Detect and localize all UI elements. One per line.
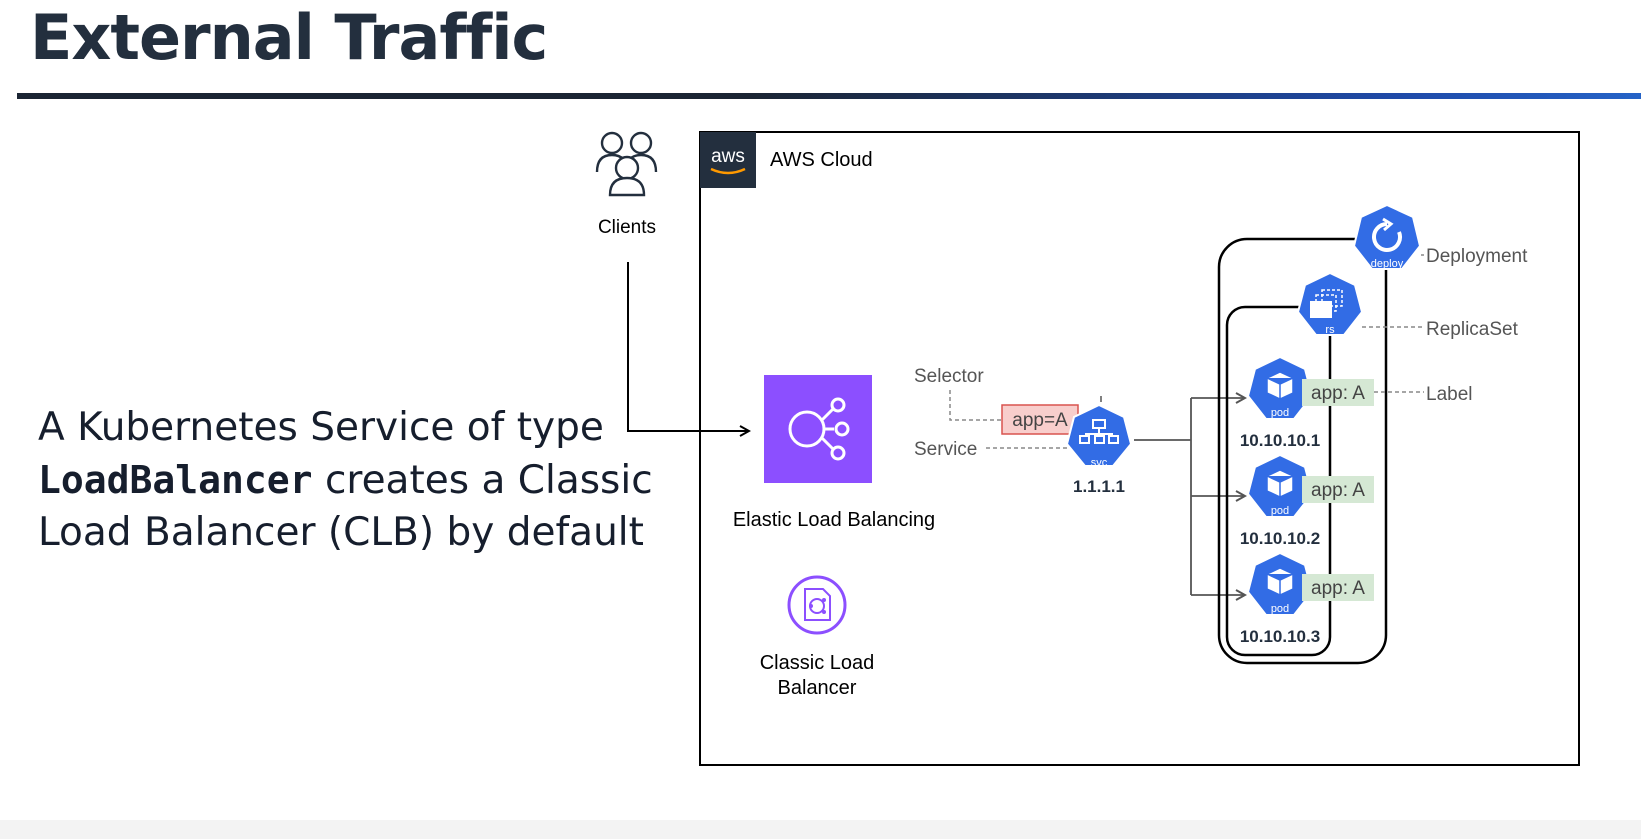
- clb-label-line1: Classic Load: [760, 652, 875, 674]
- pod-label-tag: [1302, 476, 1374, 503]
- selector-leader-line: [949, 390, 1002, 421]
- classic-load-balancer-icon: [787, 575, 847, 635]
- body-text-part2: creates a Classic Load Balancer (CLB) by…: [38, 458, 653, 555]
- pod-icon-text: pod: [1271, 603, 1289, 615]
- rs-icon-text: rs: [1325, 324, 1335, 336]
- pod-ip: 10.10.10.3: [1240, 627, 1320, 646]
- slide-title: External Traffic: [30, 1, 548, 74]
- body-text-code: LoadBalancer: [38, 458, 313, 502]
- aws-logo-icon: [700, 132, 756, 188]
- deployment-icon: [1352, 203, 1422, 270]
- pod-2: pod app: A 10.10.10.2: [1240, 453, 1374, 548]
- pod-label-tag: [1302, 574, 1374, 601]
- pod-label-tag: [1302, 379, 1374, 406]
- aws-smile-icon: [710, 167, 746, 175]
- slide-body-text: A Kubernetes Service of type LoadBalance…: [38, 402, 658, 559]
- pod-1: pod app: A 10.10.10.1: [1240, 355, 1374, 450]
- replicaset-label: ReplicaSet: [1426, 319, 1519, 340]
- aws-cloud-label: AWS Cloud: [770, 149, 873, 171]
- svc-icon-text: svc: [1091, 457, 1108, 469]
- deploy-icon-text: deploy: [1371, 258, 1404, 270]
- selector-value: app=A: [1012, 410, 1068, 431]
- clients-label: Clients: [598, 217, 656, 238]
- body-text-part1: A Kubernetes Service of type: [38, 405, 604, 450]
- aws-badge-text: aws: [711, 146, 745, 167]
- selector-value-box: [1001, 404, 1079, 435]
- aws-cloud-frame: [699, 131, 1580, 766]
- pod-ip: 10.10.10.2: [1240, 529, 1320, 548]
- pod-ip: 10.10.10.1: [1240, 431, 1320, 450]
- deployment-label: Deployment: [1426, 246, 1528, 267]
- pod-3: pod app: A 10.10.10.3: [1240, 551, 1374, 646]
- title-divider: [17, 93, 1641, 99]
- pod-label-text: app: A: [1311, 578, 1365, 599]
- elastic-load-balancing-icon: [764, 375, 872, 483]
- clb-label-line2: Balancer: [778, 677, 857, 699]
- service-label: Service: [914, 439, 977, 460]
- svc-ip: 1.1.1.1: [1073, 477, 1125, 496]
- slide-footer-bar: [0, 820, 1641, 839]
- service-icon: [1065, 403, 1133, 467]
- label-label: Label: [1426, 384, 1473, 405]
- selector-label: Selector: [914, 366, 984, 387]
- clients-icon: [595, 131, 658, 197]
- elb-label: Elastic Load Balancing: [733, 509, 935, 531]
- clients-to-elb-arrow: [627, 262, 749, 431]
- pod-icon-text: pod: [1271, 407, 1289, 419]
- pod-icon-text: pod: [1271, 505, 1289, 517]
- pod-label-text: app: A: [1311, 383, 1365, 404]
- deployment-container: [1217, 237, 1388, 665]
- replicaset-icon: [1296, 271, 1364, 336]
- pod-label-text: app: A: [1311, 480, 1365, 501]
